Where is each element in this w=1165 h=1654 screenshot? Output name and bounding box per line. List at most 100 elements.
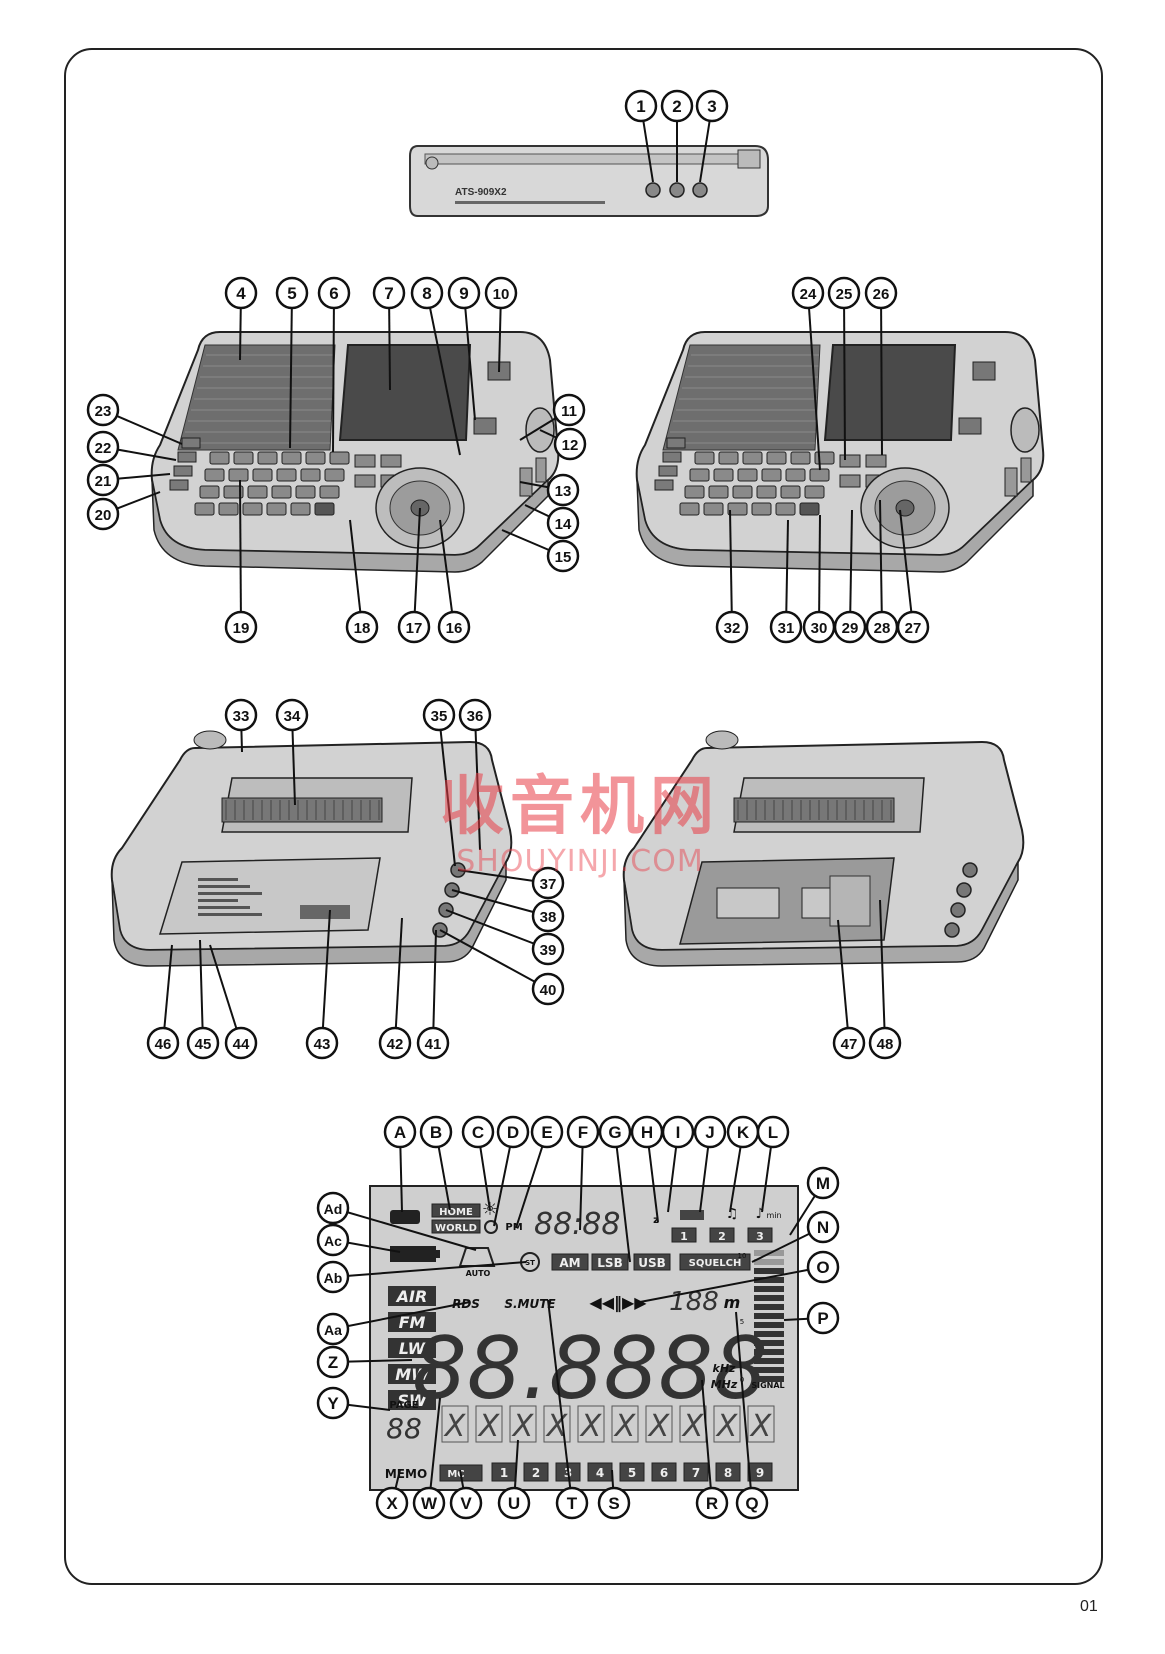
callout-34: 34 <box>284 708 301 725</box>
battery-slot-1 <box>716 887 780 919</box>
regulatory-text <box>198 892 262 895</box>
callout-circle-t <box>555 1486 589 1520</box>
callout-circle-48 <box>868 1026 902 1060</box>
side-jack-3 <box>950 902 966 918</box>
antenna-tip <box>737 149 761 169</box>
regulatory-text <box>198 906 250 909</box>
callout-circle-n <box>806 1210 840 1244</box>
function-key <box>354 454 376 468</box>
leader-line-46 <box>162 944 173 1044</box>
callout-w: W <box>421 1494 438 1513</box>
mode-box <box>633 1253 671 1271</box>
leader-line-31 <box>785 519 789 628</box>
rear-view-radio-closed <box>110 730 513 967</box>
signal-bar <box>754 1349 784 1355</box>
function-key <box>839 454 861 468</box>
callout-16: 16 <box>446 620 463 637</box>
callout-15: 15 <box>555 549 572 566</box>
callout-circle-5 <box>275 276 309 310</box>
antenna-end <box>705 730 739 750</box>
callout-21: 21 <box>95 473 112 490</box>
callout-circle-23 <box>86 393 120 427</box>
lcd-screen <box>823 344 957 441</box>
callout-x: X <box>386 1494 398 1513</box>
keypad-key <box>209 451 230 465</box>
callout-circle-20 <box>86 497 120 531</box>
battery-tip <box>436 1250 440 1258</box>
leader-line-O <box>639 1266 824 1303</box>
alpha-cell-box <box>475 1405 503 1443</box>
front-view-radio-left <box>150 331 560 573</box>
alarm-slot-box <box>709 1227 735 1243</box>
transport-icons: ◀◀‖▶▶ <box>589 1293 647 1313</box>
callout-circle-39 <box>531 932 565 966</box>
callout-circle-46 <box>146 1026 180 1060</box>
model-label: ATS-909X2 <box>455 187 507 198</box>
callout-circle-17 <box>397 610 431 644</box>
memory-page-7: 7 <box>692 1466 700 1480</box>
callout-24: 24 <box>800 286 817 303</box>
callout-38: 38 <box>540 909 557 926</box>
function-key <box>839 474 861 488</box>
callout-circle-y <box>316 1386 350 1420</box>
leader-line-45 <box>199 939 204 1044</box>
pm-indicator: PM <box>505 1222 522 1233</box>
callout-37: 37 <box>540 876 557 893</box>
keypad-key <box>737 468 758 482</box>
alarm-slot-2: 2 <box>718 1230 726 1243</box>
side-key <box>666 437 686 449</box>
callout-circle-12 <box>553 427 587 461</box>
signal-bar <box>754 1277 784 1283</box>
function-key <box>865 454 887 468</box>
alpha-cell: X <box>647 1409 671 1444</box>
side-jack-4 <box>944 922 960 938</box>
keypad-key <box>785 468 806 482</box>
callout-y: Y <box>327 1394 339 1413</box>
callout-i: I <box>676 1123 681 1142</box>
sleep-indicator: z <box>653 1215 659 1226</box>
callout-44: 44 <box>233 1036 250 1053</box>
keypad-key <box>809 468 830 482</box>
callout-circle-14 <box>546 506 580 540</box>
side-switch <box>1020 457 1032 483</box>
callout-k: K <box>737 1123 750 1142</box>
signal-bar <box>754 1268 784 1274</box>
squelch-indicator: SQUELCH <box>689 1258 742 1269</box>
leader-line-Aa <box>332 1301 471 1330</box>
leader-line-35 <box>438 714 456 867</box>
band-box <box>388 1286 436 1306</box>
callout-32: 32 <box>724 620 741 637</box>
callout-circle-7 <box>372 276 406 310</box>
callout-18: 18 <box>354 620 371 637</box>
auto-indicator: AUTO <box>466 1269 491 1278</box>
world-indicator: WORLD <box>435 1223 477 1234</box>
callout-27: 27 <box>905 620 922 637</box>
callout-35: 35 <box>431 708 448 725</box>
keypad-key <box>271 485 292 499</box>
keypad-key <box>775 502 796 516</box>
callout-circle-ab <box>316 1260 350 1294</box>
keypad-key <box>742 451 763 465</box>
alpha-cell: X <box>579 1409 603 1444</box>
callout-47: 47 <box>841 1036 858 1053</box>
signal-bar <box>754 1304 784 1310</box>
front-view-radio-right <box>635 331 1045 573</box>
radio-bottom-edge <box>636 478 1034 573</box>
keypad-key <box>718 451 739 465</box>
alarm-bar <box>680 1210 704 1220</box>
callout-circle-i <box>661 1115 695 1149</box>
callout-19: 19 <box>233 620 250 637</box>
side-key <box>173 465 193 477</box>
leader-line-42 <box>394 917 403 1044</box>
callout-circle-ac <box>316 1223 350 1257</box>
keypad-key <box>281 451 302 465</box>
side-jack-1 <box>962 862 978 878</box>
callout-e: E <box>541 1123 552 1142</box>
page-digits: 88 <box>386 1412 422 1445</box>
lcd-display-diagram: HOMEWORLD☼PM88:88z♫♪min123AUTOSTAMLSBUSB… <box>369 1185 799 1491</box>
side-key <box>181 437 201 449</box>
callout-circle-18 <box>345 610 379 644</box>
leader-line-E <box>515 1131 548 1229</box>
timer-icon <box>484 1220 498 1234</box>
